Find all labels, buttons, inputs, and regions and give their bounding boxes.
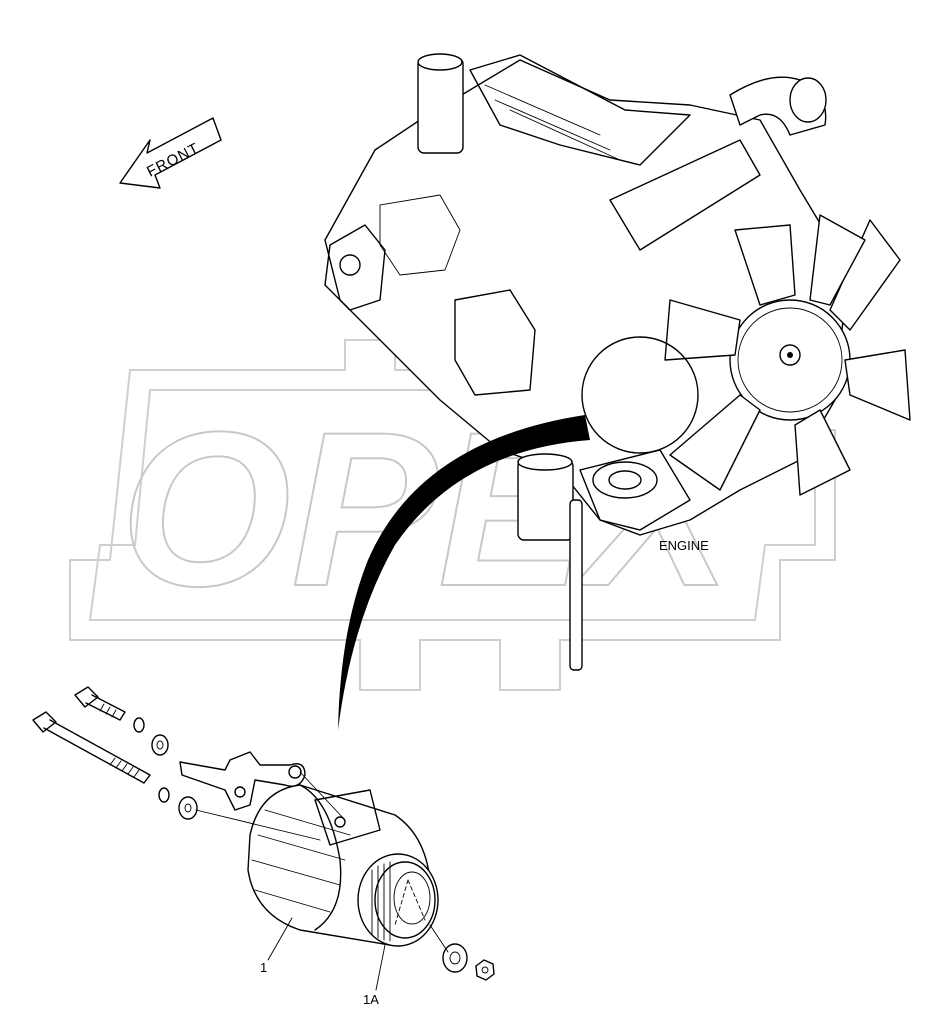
front-arrow-icon: FRONT — [119, 117, 222, 189]
engine-label: ENGINE — [659, 538, 709, 553]
front-label: FRONT — [144, 140, 202, 181]
gear-watermark-icon — [69, 339, 836, 691]
callout-1: 1 — [260, 917, 293, 975]
detail-leader-sweep — [338, 415, 590, 730]
fasteners — [32, 686, 495, 981]
alternator-illustration — [195, 771, 449, 953]
callout-1a: 1A — [363, 944, 386, 1007]
engine-illustration — [324, 53, 911, 671]
callout-1a-label: 1A — [363, 992, 379, 1007]
callout-1-label: 1 — [260, 960, 267, 975]
